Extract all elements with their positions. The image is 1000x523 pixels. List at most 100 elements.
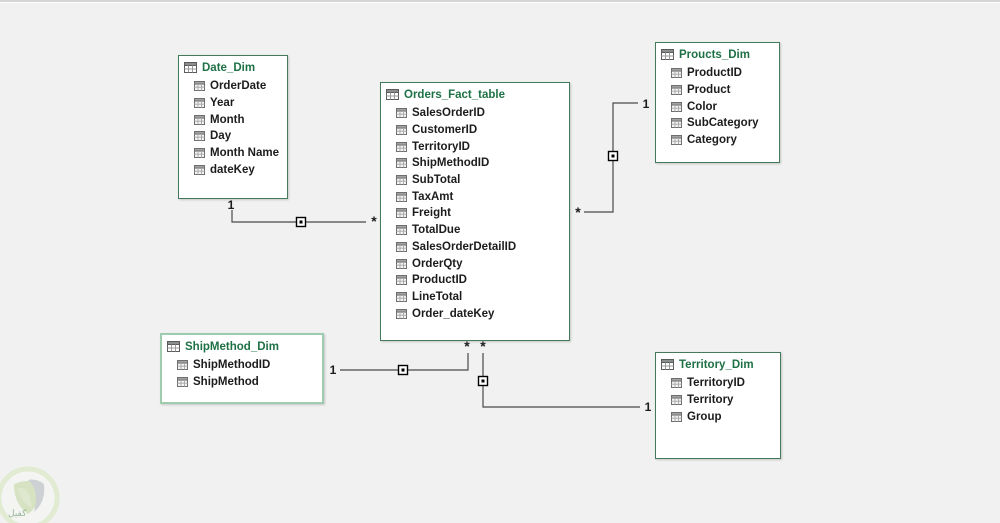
field-row[interactable]: TerritoryID — [671, 375, 780, 392]
field-row[interactable]: Product — [671, 82, 779, 99]
field-row[interactable]: Freight — [396, 205, 569, 222]
column-icon — [396, 125, 407, 136]
relationship-marker-icon — [295, 216, 307, 228]
column-icon — [194, 164, 205, 175]
entity-header[interactable]: ShipMethod_Dim — [162, 335, 322, 354]
entity-title: Date_Dim — [202, 61, 256, 74]
column-icon — [396, 308, 407, 319]
entity-title: Proucts_Dim — [679, 48, 750, 61]
relationship-marker-icon — [397, 364, 409, 376]
field-row[interactable]: SubCategory — [671, 115, 779, 132]
column-icon — [194, 148, 205, 159]
entity-title: Territory_Dim — [679, 358, 754, 371]
field-label: ProductID — [412, 274, 467, 287]
field-label: SubTotal — [412, 174, 461, 187]
field-label: LineTotal — [412, 290, 463, 303]
field-row[interactable]: TerritoryID — [396, 138, 569, 155]
column-icon — [177, 377, 188, 388]
relationship-date-orders[interactable]: 1 * — [228, 198, 378, 229]
field-row[interactable]: ShipMethod — [177, 374, 322, 391]
field-row[interactable]: dateKey — [194, 161, 287, 178]
field-label: ShipMethod — [193, 376, 259, 389]
relationship-marker-icon — [607, 150, 619, 162]
field-label: SubCategory — [687, 117, 759, 130]
column-icon — [396, 241, 407, 252]
field-row[interactable]: OrderQty — [396, 255, 569, 272]
field-row[interactable]: Day — [194, 128, 287, 145]
entity-shipmethod-dim[interactable]: ShipMethod_Dim ShipMethodID ShipMethod — [160, 333, 324, 404]
column-icon — [671, 101, 682, 112]
field-label: CustomerID — [412, 124, 478, 137]
column-icon — [396, 208, 407, 219]
column-icon — [396, 291, 407, 302]
field-label: Territory — [687, 394, 734, 407]
field-label: Day — [210, 130, 232, 143]
cardinality-one-label: 1 — [330, 363, 337, 377]
field-label: Year — [210, 97, 235, 110]
field-row[interactable]: TaxAmt — [396, 188, 569, 205]
column-icon — [396, 191, 407, 202]
column-icon — [396, 175, 407, 186]
field-row[interactable]: Category — [671, 132, 779, 149]
field-row[interactable]: Group — [671, 408, 780, 425]
table-icon — [167, 341, 180, 352]
field-row[interactable]: SubTotal — [396, 172, 569, 189]
column-icon — [194, 114, 205, 125]
relationship-orders-products[interactable]: * 1 — [575, 97, 649, 220]
column-icon — [194, 81, 205, 92]
field-label: OrderDate — [210, 80, 267, 93]
column-icon — [671, 135, 682, 146]
column-icon — [671, 85, 682, 96]
field-row[interactable]: ShipMethodID — [177, 357, 322, 374]
table-icon — [661, 49, 674, 60]
field-label: TerritoryID — [687, 377, 745, 390]
entity-header[interactable]: Date_Dim — [179, 56, 287, 75]
column-icon — [671, 68, 682, 79]
column-icon — [396, 108, 407, 119]
field-row[interactable]: CustomerID — [396, 122, 569, 139]
field-label: SalesOrderID — [412, 107, 485, 120]
field-label: Group — [687, 410, 722, 423]
field-label: Freight — [412, 207, 451, 220]
field-row[interactable]: Month Name — [194, 145, 287, 162]
field-row[interactable]: Order_dateKey — [396, 305, 569, 322]
relationship-orders-territory[interactable]: * 1 — [477, 338, 652, 414]
entity-header[interactable]: Proucts_Dim — [656, 43, 779, 62]
entity-header[interactable]: Territory_Dim — [656, 353, 780, 372]
column-icon — [396, 158, 407, 169]
entity-orders-fact-table[interactable]: Orders_Fact_table SalesOrderID CustomerID… — [380, 82, 570, 341]
field-row[interactable]: SalesOrderDetailID — [396, 239, 569, 256]
field-row[interactable]: ProductID — [671, 65, 779, 82]
cardinality-one-label: 1 — [645, 400, 652, 414]
field-row[interactable]: Month — [194, 111, 287, 128]
column-icon — [396, 275, 407, 286]
entity-title: ShipMethod_Dim — [185, 340, 279, 353]
entity-title: Orders_Fact_table — [404, 88, 505, 101]
field-label: ShipMethodID — [193, 359, 271, 372]
field-row[interactable]: Territory — [671, 392, 780, 409]
field-label: TerritoryID — [412, 140, 470, 153]
field-row[interactable]: Year — [194, 95, 287, 112]
relationship-shipmethod-orders[interactable]: 1 * — [330, 338, 471, 377]
field-label: OrderQty — [412, 257, 463, 270]
field-row[interactable]: TotalDue — [396, 222, 569, 239]
field-row[interactable]: OrderDate — [194, 78, 287, 95]
field-row[interactable]: ShipMethodID — [396, 155, 569, 172]
field-row[interactable]: Color — [671, 98, 779, 115]
column-icon — [671, 378, 682, 389]
column-icon — [194, 131, 205, 142]
field-label: Month Name — [210, 147, 279, 160]
column-icon — [396, 258, 407, 269]
field-row[interactable]: LineTotal — [396, 289, 569, 306]
relationship-marker-icon — [477, 375, 489, 387]
entity-header[interactable]: Orders_Fact_table — [381, 83, 569, 102]
field-label: SalesOrderDetailID — [412, 240, 517, 253]
field-row[interactable]: ProductID — [396, 272, 569, 289]
field-row[interactable]: SalesOrderID — [396, 105, 569, 122]
